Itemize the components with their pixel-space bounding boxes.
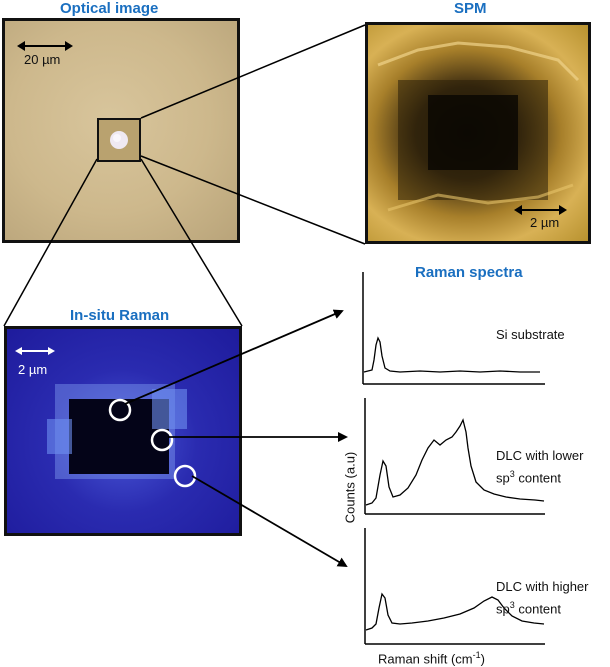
- raman-spectra-title: Raman spectra: [415, 264, 523, 281]
- marker-dlc-higher: [173, 464, 197, 488]
- raman-map-scale-bar-label: 2 µm: [18, 362, 48, 377]
- y-axis-label: Counts (a.u): [342, 451, 358, 524]
- spm-scale-bar-label: 2 µm: [530, 215, 560, 230]
- in-situ-raman-panel: [4, 326, 242, 536]
- label-si-substrate: Si substrate: [496, 327, 565, 342]
- in-situ-raman-title: In-situ Raman: [70, 307, 170, 324]
- optical-image-title: Optical image: [60, 0, 159, 17]
- optical-image-panel: [2, 18, 240, 243]
- label-dlc-higher: DLC with higher sp3 content: [496, 579, 589, 617]
- label-dlc-lower: DLC with lower sp3 content: [496, 448, 584, 486]
- spectrum-dlc-higher: [364, 528, 545, 645]
- spm-topography: [377, 41, 580, 215]
- raman-map-content: [15, 347, 197, 488]
- optical-image-content: [17, 41, 141, 162]
- spm-panel: [365, 22, 591, 244]
- marker-dlc-lower: [150, 428, 174, 452]
- marker-si-substrate: [108, 398, 132, 422]
- spm-title: SPM: [454, 0, 487, 17]
- spectrum-si-substrate: [362, 272, 545, 385]
- optical-scale-bar-label: 20 µm: [24, 52, 61, 67]
- x-axis-label: Raman shift (cm-1): [378, 650, 485, 667]
- spectrum-dlc-lower: [364, 398, 545, 515]
